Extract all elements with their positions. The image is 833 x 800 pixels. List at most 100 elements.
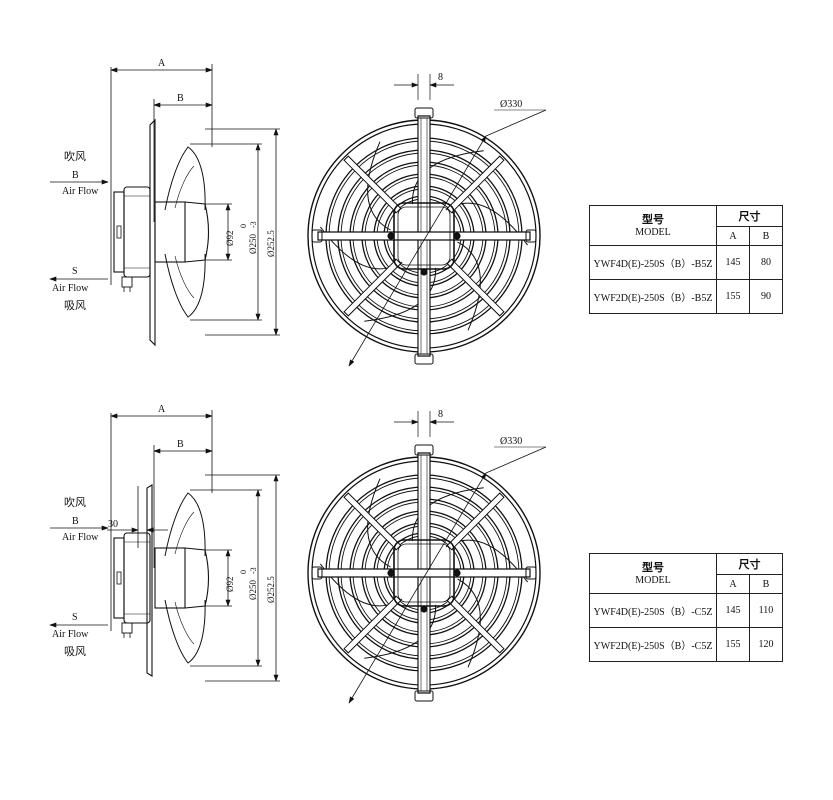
diameter-leader xyxy=(348,135,487,367)
suck-label-cn: 吸风 xyxy=(64,645,86,658)
mount-bolt xyxy=(420,605,428,613)
diameter-leader xyxy=(485,446,547,474)
suck-label-en: Air Flow xyxy=(52,283,89,294)
flange-plate xyxy=(146,484,153,677)
mounting-foot xyxy=(525,229,537,243)
dimension-a-label: A xyxy=(158,58,166,69)
dimension-blade-label: Ø250 xyxy=(248,580,258,600)
suck-letter: S xyxy=(72,612,78,623)
value-a-cell: 145 xyxy=(716,245,750,280)
motor-end-cap xyxy=(113,191,125,273)
blade-edge-line xyxy=(174,165,195,209)
tolerance-lower-label: -3 xyxy=(249,221,258,228)
dimension-header: 尺寸 xyxy=(716,553,783,575)
model-header: 型号 MODEL xyxy=(589,553,717,594)
table-row: YWF4D(E)-250S（B）-B5Z 145 80 xyxy=(589,245,783,280)
mounting-foot xyxy=(414,107,434,119)
guard-strut xyxy=(343,155,402,214)
dimension-b-label: B xyxy=(177,439,184,450)
fan-hub xyxy=(154,547,186,609)
fan-hub xyxy=(154,201,186,263)
tolerance-upper-label: 0 xyxy=(239,224,248,228)
dimension-blade-label: Ø250 xyxy=(248,234,258,254)
mount-bolt xyxy=(387,569,395,577)
motor-body xyxy=(123,532,151,624)
dimension-header: 尺寸 xyxy=(716,205,783,227)
motor-bolt xyxy=(116,225,122,239)
horizontal-mount-bar xyxy=(317,568,531,578)
mounting-foot xyxy=(525,566,537,580)
guard-strut xyxy=(446,258,505,317)
model-cell: YWF4D(E)-250S（B）-C5Z xyxy=(589,593,717,628)
diameter-leader xyxy=(485,109,547,137)
spec-table-b5z: 型号 MODEL 尺寸 A B YWF4D(E)-250S（B）-B5Z 145… xyxy=(589,205,783,314)
dimension-guard-label: Ø252.5 xyxy=(266,230,276,257)
model-cell: YWF2D(E)-250S（B）-B5Z xyxy=(589,279,717,314)
value-b-cell: 80 xyxy=(749,245,783,280)
tolerance-lower-label: -3 xyxy=(249,567,258,574)
blow-label-cn: 吹风 xyxy=(64,496,86,509)
hub-nose xyxy=(184,547,210,609)
mount-bolt xyxy=(453,232,461,240)
cable-gland xyxy=(121,622,133,634)
suck-label-en: Air Flow xyxy=(52,629,89,640)
suck-label-cn: 吸风 xyxy=(64,299,86,312)
dimension-outer-label: Ø330 xyxy=(500,436,522,447)
table-row: YWF2D(E)-250S（B）-B5Z 155 90 xyxy=(589,279,783,314)
model-header: 型号 MODEL xyxy=(589,205,717,246)
horizontal-mount-bar xyxy=(317,231,531,241)
value-b-cell: 90 xyxy=(749,279,783,314)
model-header-en: MODEL xyxy=(635,226,671,238)
guard-strut xyxy=(446,595,505,654)
model-cell: YWF4D(E)-250S（B）-B5Z xyxy=(589,245,717,280)
dimension-width-label: 8 xyxy=(438,72,443,83)
fan-blade-lower xyxy=(164,599,206,664)
mounting-foot xyxy=(414,444,434,456)
column-a-header: A xyxy=(716,226,750,246)
table-row: YWF4D(E)-250S（B）-C5Z 145 110 xyxy=(589,593,783,628)
column-b-header: B xyxy=(749,574,783,594)
value-a-cell: 155 xyxy=(716,279,750,314)
fan-blade-lower xyxy=(164,253,206,318)
dimension-hub-label: Ø92 xyxy=(225,577,235,593)
model-cell: YWF2D(E)-250S（B）-C5Z xyxy=(589,627,717,662)
blow-letter: B xyxy=(72,170,79,181)
blade-edge-line xyxy=(174,511,195,555)
blow-letter: B xyxy=(72,516,79,527)
suck-letter: S xyxy=(72,266,78,277)
dimension-width-label: 8 xyxy=(438,409,443,420)
fan-blade-upper xyxy=(164,492,206,557)
dimension-a-label: A xyxy=(158,404,166,415)
model-header-cn: 型号 xyxy=(642,212,664,226)
dimension-b-label: B xyxy=(177,93,184,104)
blow-label-en: Air Flow xyxy=(62,532,99,543)
column-b-header: B xyxy=(749,226,783,246)
motor-bolt xyxy=(116,571,122,585)
mount-bolt xyxy=(453,569,461,577)
dimension-outer-label: Ø330 xyxy=(500,99,522,110)
mounting-foot xyxy=(311,566,323,580)
table-row: YWF2D(E)-250S（B）-C5Z 155 120 xyxy=(589,627,783,662)
tolerance-upper-label: 0 xyxy=(239,570,248,574)
cable-gland xyxy=(121,276,133,288)
mount-bolt xyxy=(420,268,428,276)
motor-end-cap xyxy=(113,537,125,619)
blow-label-cn: 吹风 xyxy=(64,150,86,163)
motor-body xyxy=(123,186,151,278)
model-header-en: MODEL xyxy=(635,574,671,586)
blow-label-en: Air Flow xyxy=(62,186,99,197)
column-a-header: A xyxy=(716,574,750,594)
value-b-cell: 120 xyxy=(749,627,783,662)
dimension-hub-label: Ø92 xyxy=(225,231,235,247)
value-a-cell: 155 xyxy=(716,627,750,662)
dimension-30-label: 30 xyxy=(108,519,118,530)
spec-table-c5z: 型号 MODEL 尺寸 A B YWF4D(E)-250S（B）-C5Z 145… xyxy=(589,553,783,662)
blade-edge-line xyxy=(174,255,195,299)
dimension-guard-label: Ø252.5 xyxy=(266,576,276,603)
fan-blade-upper xyxy=(164,146,206,211)
value-b-cell: 110 xyxy=(749,593,783,628)
value-a-cell: 145 xyxy=(716,593,750,628)
